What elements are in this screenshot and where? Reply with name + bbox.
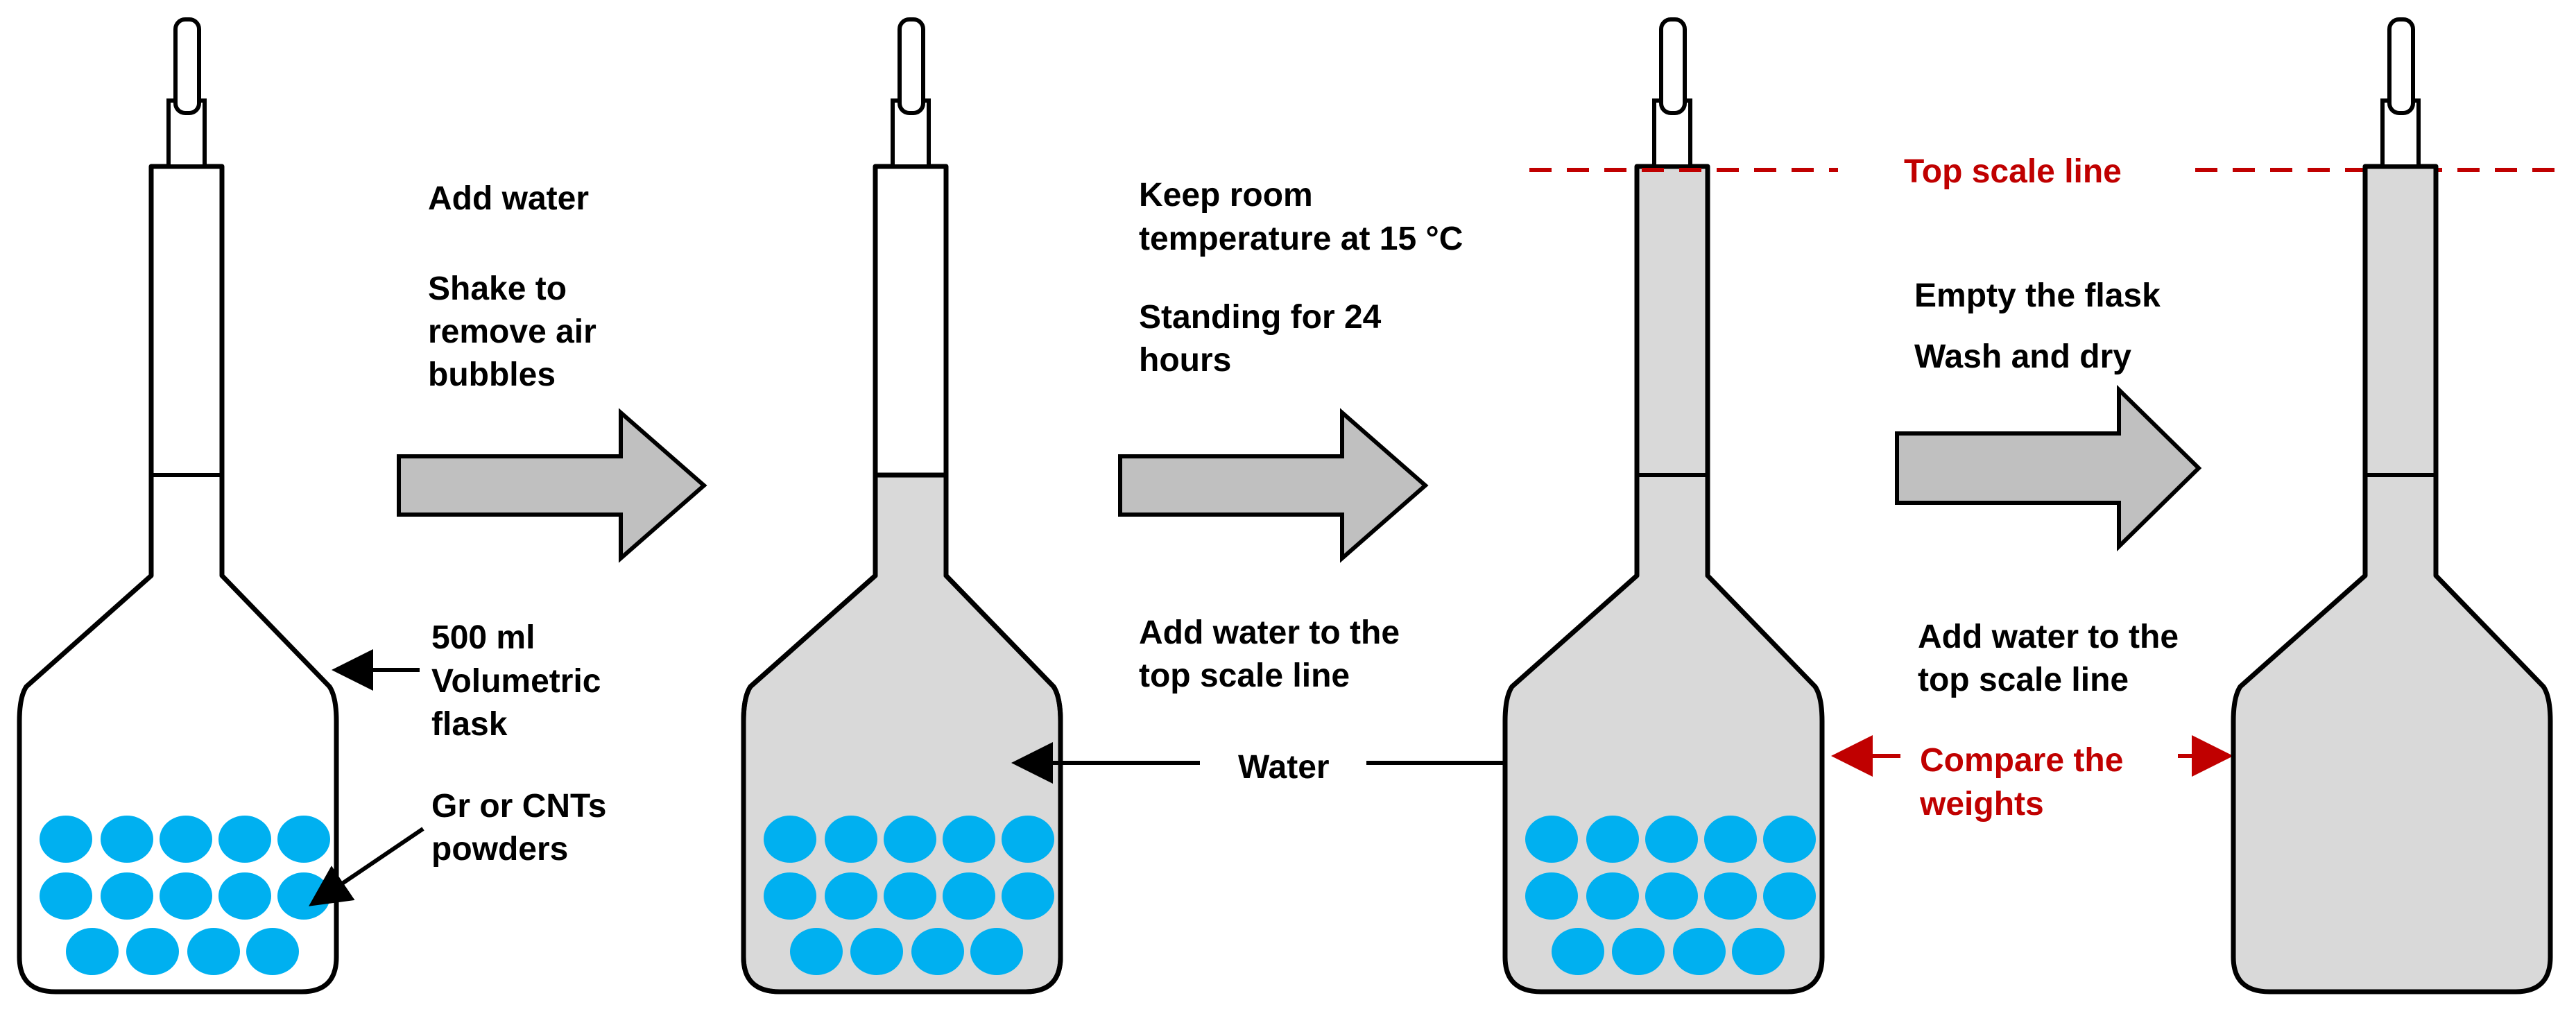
step1-add-water: Add water <box>428 180 589 217</box>
powder-particle-icon <box>1586 872 1639 920</box>
flask-volume-label: 500 ml <box>431 619 535 656</box>
step2-keep-room: Keep room <box>1139 177 1313 214</box>
flask-stopper-cap <box>1659 17 1687 115</box>
right-block-arrow-icon <box>1895 384 2202 552</box>
powder-particle-icon <box>825 872 877 920</box>
powder-particle-icon <box>1002 872 1054 920</box>
powder-label-line1: Gr or CNTs <box>431 788 606 825</box>
powder-particle-icon <box>764 816 816 863</box>
compare-weights-line2: weights <box>1919 786 2044 823</box>
powder-particle-icon <box>1552 928 1604 975</box>
powder-label-line2: powders <box>431 831 568 868</box>
powder-particle-icon <box>40 872 92 920</box>
powder-particle-icon <box>218 816 271 863</box>
flask-3 <box>1502 17 1825 995</box>
step2-add-water: Add water to the <box>1139 614 1400 651</box>
powder-particle-icon <box>126 928 179 975</box>
step3-empty-flask: Empty the flask <box>1914 277 2161 314</box>
flask-1 <box>17 17 339 995</box>
compare-weights-line1: Compare the <box>1920 742 2123 779</box>
flask-stopper-cap <box>898 17 925 115</box>
step1-shake-line2: remove air <box>428 313 596 350</box>
right-block-arrow-icon <box>397 408 707 563</box>
volumetric-flask-icon <box>1502 164 1825 995</box>
powder-particle-icon <box>40 816 92 863</box>
powder-particle-icon <box>1704 816 1757 863</box>
flask-type-label: Volumetric <box>431 663 601 700</box>
powder-particle-icon <box>1704 872 1757 920</box>
powder-particle-icon <box>246 928 299 975</box>
powder-particle-icon <box>1645 872 1698 920</box>
powder-particle-icon <box>850 928 903 975</box>
powder-label-pointer <box>309 827 424 906</box>
powder-particle-icon <box>101 872 153 920</box>
powder-particle-icon <box>101 816 153 863</box>
step1-shake-line3: bubbles <box>428 356 556 393</box>
flask-2 <box>741 17 1063 995</box>
step3-wash-dry: Wash and dry <box>1914 338 2131 375</box>
powder-particle-icon <box>1612 928 1665 975</box>
powder-particle-icon <box>970 928 1023 975</box>
powder-particle-icon <box>218 872 271 920</box>
powder-particle-icon <box>825 816 877 863</box>
powder-particle-icon <box>943 816 995 863</box>
step3-add-water: Add water to the <box>1918 619 2179 655</box>
powder-particle-icon <box>1525 816 1578 863</box>
powder-particle-icon <box>943 872 995 920</box>
powder-particle-icon <box>160 872 212 920</box>
powder-particle-icon <box>764 872 816 920</box>
step3-top-scale: top scale line <box>1918 662 2129 698</box>
powder-particle-icon <box>1002 816 1054 863</box>
powder-particle-icon <box>1525 872 1578 920</box>
powder-particle-icon <box>1763 872 1816 920</box>
powder-particle-icon <box>1586 816 1639 863</box>
top-scale-line-label: Top scale line <box>1904 153 2122 190</box>
powder-beads <box>764 816 1054 975</box>
powder-particle-icon <box>884 816 936 863</box>
flask-word-label: flask <box>431 706 508 743</box>
step1-shake-line1: Shake to <box>428 270 567 307</box>
powder-particle-icon <box>1732 928 1785 975</box>
powder-particle-icon <box>1645 816 1698 863</box>
powder-beads <box>1525 816 1816 975</box>
powder-particle-icon <box>1763 816 1816 863</box>
volumetric-flask-icon <box>17 164 339 995</box>
powder-particle-icon <box>911 928 964 975</box>
powder-particle-icon <box>884 872 936 920</box>
step2-hours: hours <box>1139 342 1231 379</box>
flask-4 <box>2231 17 2553 995</box>
right-block-arrow-icon <box>1118 408 1429 563</box>
flask-stopper-cap <box>2387 17 2415 115</box>
powder-particle-icon <box>66 928 119 975</box>
step2-standing: Standing for 24 <box>1139 299 1382 336</box>
flask-stopper-cap <box>173 17 201 115</box>
powder-particle-icon <box>160 816 212 863</box>
step2-top-scale: top scale line <box>1139 657 1350 694</box>
volumetric-flask-icon <box>2231 164 2553 995</box>
powder-particle-icon <box>790 928 843 975</box>
powder-particle-icon <box>1673 928 1726 975</box>
water-label: Water <box>1238 749 1330 786</box>
powder-beads <box>40 816 330 975</box>
powder-particle-icon <box>187 928 240 975</box>
powder-particle-icon <box>277 816 330 863</box>
step2-temperature: temperature at 15 °C <box>1139 221 1463 257</box>
